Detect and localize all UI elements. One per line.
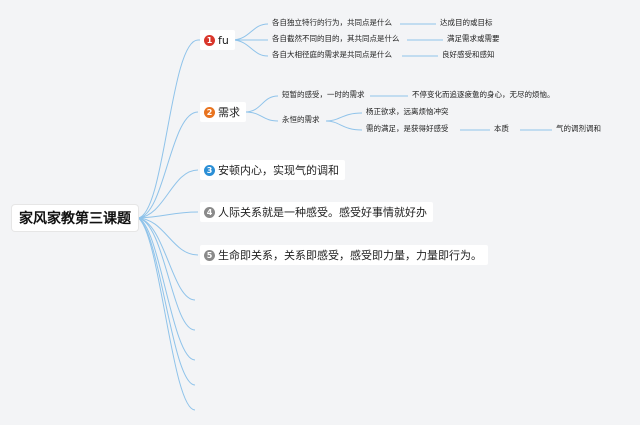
link-b2-c2-g2 <box>325 120 363 131</box>
number-badge-4: 4 <box>204 206 215 218</box>
number-badge-1: 1 <box>204 34 215 46</box>
branch-2-child-2[interactable]: 永恒的需求 <box>282 115 320 124</box>
branch-5[interactable]: 5 生命即关系，关系即感受，感受即力量，力量即行为。 <box>200 245 488 265</box>
link-root-branch-4 <box>137 211 199 219</box>
link-root-empty-5 <box>137 217 196 411</box>
link-b2-c2-g1 <box>325 112 363 122</box>
branch-4[interactable]: 4 人际关系就是一种感受。感受好事情就好办 <box>200 202 433 222</box>
branch-2-child-1[interactable]: 短暂的感受，一时的需求 <box>282 90 365 99</box>
link-root-branch-3 <box>137 169 199 219</box>
branch-2[interactable]: 2 需求 <box>200 102 246 122</box>
branch-3[interactable]: 3 安顿内心，实现气的调和 <box>200 160 345 180</box>
link-root-branch-2 <box>137 111 199 219</box>
number-badge-5: 5 <box>204 249 215 261</box>
branch-1-child-1[interactable]: 各自独立特行的行为，共同点是什么 <box>272 18 392 27</box>
link-root-empty-4 <box>137 217 196 386</box>
branch-1-label: fu <box>218 33 229 47</box>
branch-1[interactable]: 1 fu <box>200 30 235 50</box>
branch-1-child-1-leaf[interactable]: 达成目的或目标 <box>440 18 493 27</box>
link-root-branch-5 <box>137 217 199 256</box>
branch-2-label: 需求 <box>218 106 240 119</box>
link-b2-c2 <box>244 111 279 122</box>
root-topic[interactable]: 家风家教第三课题 <box>12 205 138 231</box>
branch-1-child-2-leaf[interactable]: 满足需求或需要 <box>447 34 500 43</box>
link-b1-c1 <box>231 23 269 41</box>
root-topic-title: 家风家教第三课题 <box>19 211 131 227</box>
link-root-empty-2 <box>137 217 196 331</box>
branch-2-grandchild-2[interactable]: 需的满足，是获得好感受 <box>366 124 449 133</box>
number-badge-3: 3 <box>204 164 215 176</box>
branch-1-child-3-leaf[interactable]: 良好感受和感知 <box>442 50 495 59</box>
link-root-empty-3 <box>137 217 196 361</box>
branch-2-grandchild-2-leaf-2[interactable]: 气的调剂调和 <box>556 124 601 133</box>
branch-1-child-2[interactable]: 各自截然不同的目的，其共同点是什么 <box>272 34 400 43</box>
branch-2-child-1-leaf[interactable]: 不停变化而追逐疲惫的身心，无尽的烦恼。 <box>412 90 555 99</box>
number-badge-2: 2 <box>204 106 215 118</box>
branch-1-child-3[interactable]: 各自大相径庭的需求是共同点是什么 <box>272 50 392 59</box>
link-b1-c3 <box>231 39 269 57</box>
link-root-branch-1 <box>137 39 220 219</box>
branch-3-label: 安顿内心，实现气的调和 <box>218 164 339 177</box>
link-root-empty-1 <box>137 217 196 301</box>
link-b2-c1 <box>244 95 279 113</box>
branch-2-grandchild-2-leaf[interactable]: 本质 <box>494 124 509 133</box>
branch-4-label: 人际关系就是一种感受。感受好事情就好办 <box>218 206 427 219</box>
branch-5-label: 生命即关系，关系即感受，感受即力量，力量即行为。 <box>218 249 482 262</box>
branch-2-grandchild-1[interactable]: 杨正欲求，远离烦恼冲突 <box>366 107 449 116</box>
